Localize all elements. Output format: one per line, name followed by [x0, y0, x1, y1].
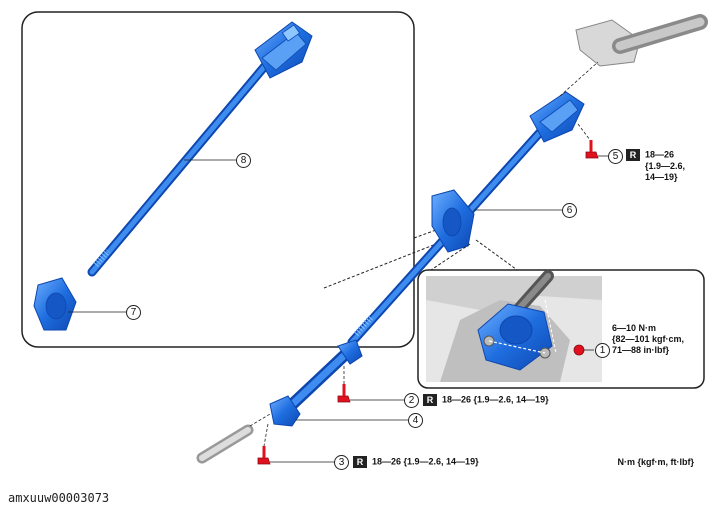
callout-1: 1 — [595, 343, 610, 358]
steering-column-bracket — [575, 14, 708, 67]
callout-8: 8 — [236, 153, 251, 168]
callout-2: 2 — [404, 393, 419, 408]
units-note: N·m {kgf·m, ft·lbf} — [617, 457, 695, 467]
callout-6: 6 — [562, 203, 577, 218]
torque-1-line2: {82—101 kgf·cm, — [612, 334, 685, 344]
torque-5-line3: 14—19} — [645, 172, 678, 182]
reuse-badge-5: R — [626, 149, 640, 161]
torque-5-line1: 18—26 — [645, 149, 675, 160]
detail-leader-a — [427, 243, 471, 273]
guide-dash-5 — [577, 123, 591, 141]
torque-spec-2: R 18—26 {1.9—2.6, 14—19} — [423, 394, 549, 406]
torque-3: 18—26 {1.9—2.6, 14—19} — [372, 456, 479, 467]
guide-dash-3 — [263, 423, 269, 447]
nut-1 — [573, 344, 585, 356]
inset-panel-main — [21, 11, 415, 348]
exploded-diagram — [21, 11, 708, 465]
callout-5: 5 — [608, 149, 623, 164]
bolt-3 — [257, 446, 271, 465]
torque-spec-3: R 18—26 {1.9—2.6, 14—19} — [353, 456, 479, 468]
torque-1-line3: 71—88 in·lbf} — [612, 345, 670, 355]
callout-4: 4 — [408, 413, 423, 428]
torque-spec-1: 6—10 N·m {82—101 kgf·cm, 71—88 in·lbf} — [612, 323, 684, 356]
inset-leader-top — [413, 229, 437, 239]
callout-7: 7 — [126, 305, 141, 320]
inset-leader-bottom — [323, 243, 437, 289]
torque-5-line2: {1.9—2.6, — [645, 161, 686, 171]
guide-dash-top — [559, 61, 599, 97]
boot-plate-6 — [431, 189, 475, 253]
steering-gear-pinion — [196, 424, 254, 464]
torque-spec-5: R 18—26 {1.9—2.6, 14—19} — [626, 149, 685, 183]
bolt-5 — [585, 140, 599, 159]
reuse-badge-3: R — [353, 456, 367, 468]
lower-shaft-4 — [269, 339, 363, 427]
torque-2: 18—26 {1.9—2.6, 14—19} — [442, 394, 549, 405]
torque-1-line1: 6—10 N·m — [612, 323, 657, 333]
detail-leader-b — [475, 239, 521, 273]
guide-dash-pinion — [249, 413, 271, 427]
callout-3: 3 — [334, 455, 349, 470]
reuse-badge-2: R — [423, 394, 437, 406]
figure-id: amxuuw00003073 — [8, 491, 110, 505]
bolt-2 — [337, 384, 351, 403]
intermediate-shaft-8 — [87, 21, 313, 277]
boot-plate-7 — [33, 277, 77, 331]
detail-photo — [426, 270, 602, 382]
